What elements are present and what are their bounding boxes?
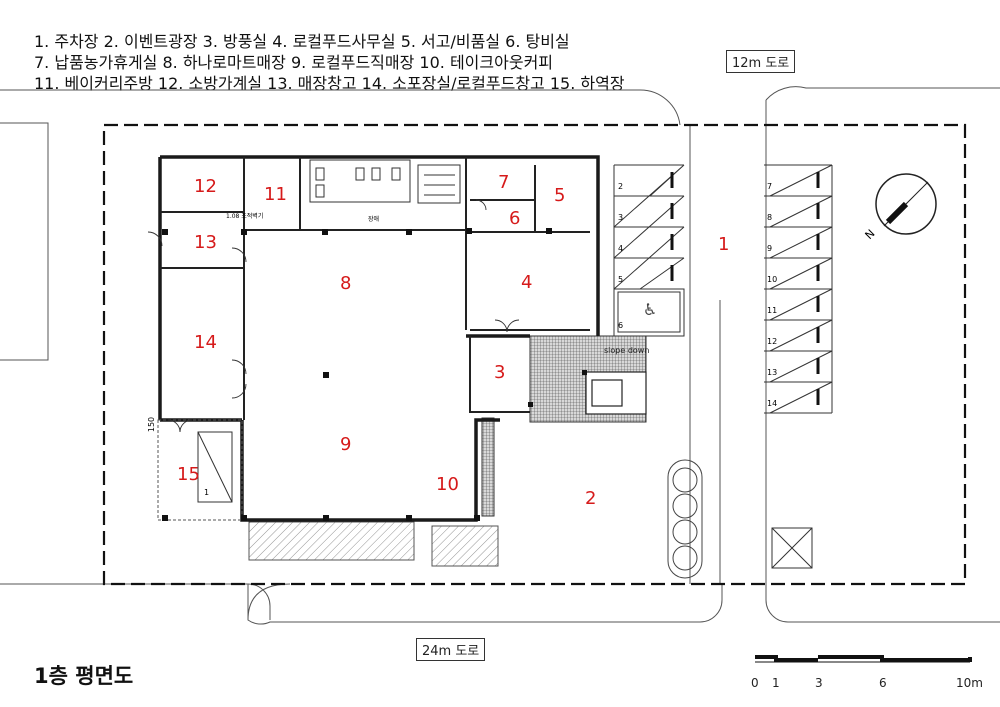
parking-number: 4 <box>618 244 624 253</box>
room-number-8: 8 <box>340 273 352 294</box>
small-note: 1.08 조적벽기 <box>226 213 264 220</box>
dock-ramp <box>197 431 233 503</box>
parking-left <box>613 164 685 337</box>
room-number-9: 9 <box>340 434 352 455</box>
room-number-7: 7 <box>498 172 510 193</box>
dimension-150: 150 <box>147 416 157 433</box>
parking-number: 13 <box>767 368 778 377</box>
room-number-12: 12 <box>194 176 217 197</box>
lift-core <box>585 371 647 415</box>
doors <box>147 199 520 433</box>
scale-tick-10: 10m <box>956 676 983 690</box>
legend-line-1: 1. 주차장 2. 이벤트광장 3. 방풍실 4. 로컬푸드사무실 5. 서고/… <box>34 32 570 51</box>
ramp-edge <box>481 417 495 517</box>
parking-number: 11 <box>767 306 778 315</box>
accessible-parking <box>617 291 681 333</box>
scale-tick-1: 1 <box>772 676 780 690</box>
tree-planter <box>667 459 703 579</box>
scale-tick-6: 6 <box>879 676 887 690</box>
parking-number: 6 <box>618 321 624 330</box>
landscape-strip <box>248 521 415 561</box>
parking-wheelstops <box>670 172 820 405</box>
parking-number: 12 <box>767 337 778 346</box>
parking-number: 10 <box>767 275 778 284</box>
room-number-2: 2 <box>585 488 597 509</box>
slope-label: slope down <box>604 346 650 355</box>
legend-line-3: 11. 베이커리주방 12. 소방가계실 13. 매장창고 14. 소포장실/로… <box>34 74 625 93</box>
parking-number: 8 <box>767 213 773 222</box>
restroom-block <box>309 159 461 204</box>
room-number-3: 3 <box>494 362 506 383</box>
small-note-2: 장애 <box>368 216 380 223</box>
north-arrow <box>875 173 937 235</box>
room-number-6: 6 <box>509 208 521 229</box>
site-boundary <box>102 123 967 586</box>
scale-bar <box>755 655 972 663</box>
scale-tick-3: 3 <box>815 676 823 690</box>
parking-number: 14 <box>767 399 778 408</box>
room-number-14: 14 <box>194 332 217 353</box>
parking-right <box>764 164 833 414</box>
room-number-4: 4 <box>521 272 533 293</box>
floor-title: 1층 평면도 <box>34 664 134 688</box>
columns <box>162 228 587 521</box>
scale-tick-0: 0 <box>751 676 759 690</box>
accessible-icon: ♿ <box>643 300 657 319</box>
room-number-10: 10 <box>436 474 459 495</box>
transformer-box <box>771 527 813 569</box>
parking-number: 5 <box>618 275 624 284</box>
room-number-15: 15 <box>177 464 200 485</box>
parking-number: 9 <box>767 244 773 253</box>
parking-number: 2 <box>618 182 624 191</box>
road-outlines <box>0 86 1000 625</box>
room-number-13: 13 <box>194 232 217 253</box>
dock-ramp-diagonal <box>197 431 233 503</box>
room-number-5: 5 <box>554 185 566 206</box>
loading-dock <box>157 419 243 521</box>
dock-label: 1 <box>204 488 210 497</box>
parking-number: 7 <box>767 182 773 191</box>
legend: 1. 주차장 2. 이벤트광장 3. 방풍실 4. 로컬푸드사무실 5. 서고/… <box>34 31 625 94</box>
room-number-11: 11 <box>264 184 287 205</box>
parking-number: 3 <box>618 213 624 222</box>
legend-line-2: 7. 납품농가휴게실 8. 하나로마트매장 9. 로컬푸드직매장 10. 테이크… <box>34 53 554 72</box>
road-label-24m: 24m 도로 <box>416 638 486 661</box>
interior-walls <box>160 157 590 420</box>
stair-bottom <box>431 525 499 567</box>
room-number-1: 1 <box>718 234 730 255</box>
road-label-12m: 12m 도로 <box>726 50 796 73</box>
